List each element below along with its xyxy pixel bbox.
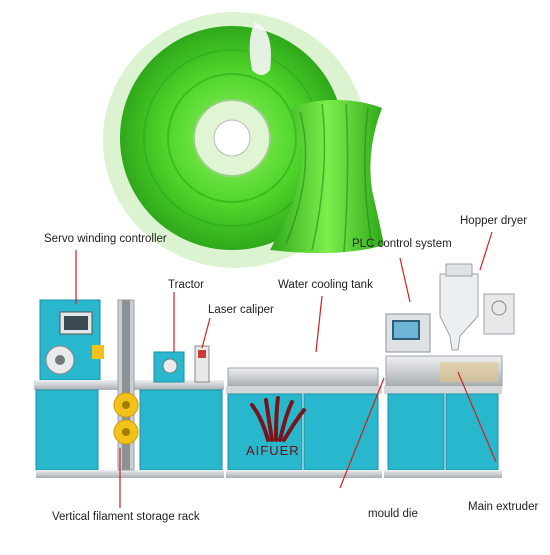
water-cooling-tank <box>226 367 382 478</box>
hopper-dryer <box>439 263 515 351</box>
label-hopper-dryer: Hopper dryer <box>460 215 528 227</box>
laser-caliper <box>194 345 210 383</box>
label-laser-caliper: Laser caliper <box>208 304 274 316</box>
label-plc-control-system: PLC control system <box>352 238 452 250</box>
brand-name: AIFUER <box>246 443 300 458</box>
label-vertical-filament-storage-rack: Vertical filament storage rack <box>52 511 200 523</box>
pointer-lines <box>75 231 497 508</box>
label-tractor: Tractor <box>168 279 204 291</box>
label-mould-die: mould die <box>368 508 418 520</box>
label-water-cooling-tank: Water cooling tank <box>278 279 373 291</box>
servo-winding-controller <box>39 299 104 381</box>
label-servo-winding-controller: Servo winding controller <box>44 233 167 245</box>
label-main-extruder: Main extruder <box>468 501 539 513</box>
main-extruder <box>384 355 503 478</box>
filament-storage-rack <box>113 299 139 471</box>
printed-vase <box>270 100 384 254</box>
aifuer-logo-mark <box>250 396 306 442</box>
tractor-unit <box>153 351 185 383</box>
plc-control-system <box>385 313 431 353</box>
filament-spool <box>103 12 367 268</box>
